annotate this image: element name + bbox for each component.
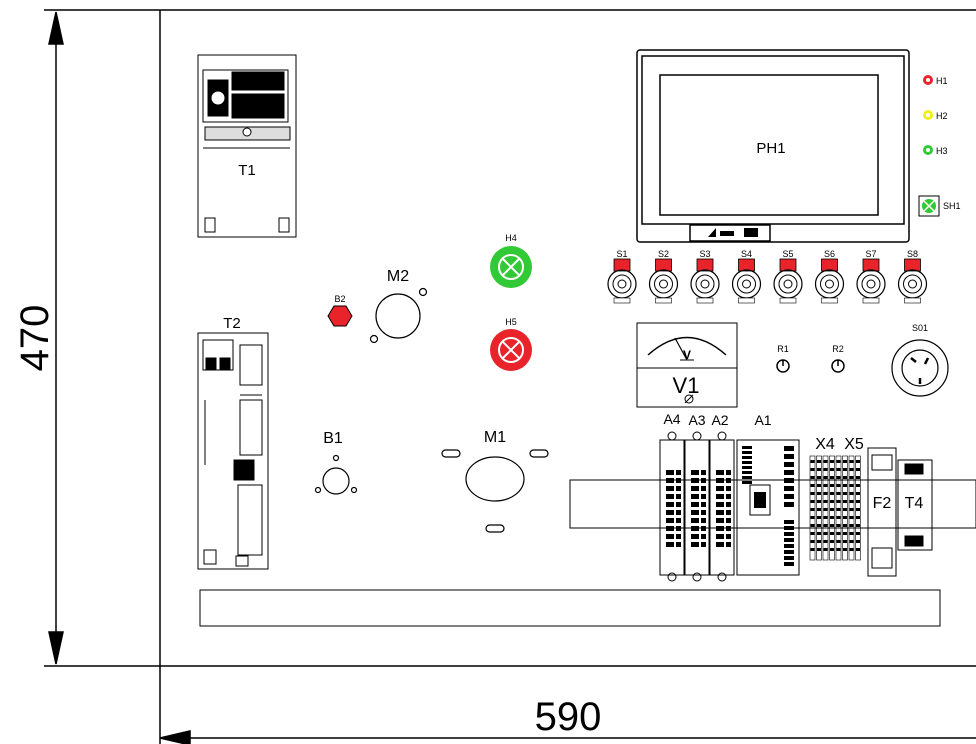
x4-label: X4 [815, 436, 835, 453]
t4-power-supply [897, 459, 933, 551]
t1-frequency-converter [197, 54, 297, 238]
height-dimension [44, 9, 160, 667]
switch-s6: S6 [814, 249, 845, 304]
panel-outline [160, 9, 976, 667]
switch-s7: S7 [856, 249, 886, 304]
r1-potentiometer: R1 [776, 344, 790, 373]
v1-voltmeter [636, 322, 738, 408]
terminal [822, 455, 829, 561]
ph1-label: PH1 [756, 140, 785, 157]
switch-label: S3 [699, 249, 710, 259]
svg-text:SH1: SH1 [943, 201, 961, 211]
width-dimension-label: 590 [535, 695, 602, 739]
switch-s5: S5 [773, 249, 803, 304]
bottom-cable-duct [199, 589, 941, 627]
switch-label: S8 [907, 249, 918, 259]
a2-label: A2 [711, 412, 728, 428]
s01-label: S01 [912, 323, 928, 333]
switch-label: S4 [741, 249, 752, 259]
switch-row: S1 S2 S3 S4 S5 S6 S7 S8 [607, 249, 928, 304]
a1-label: A1 [754, 412, 771, 428]
h5-lamp [490, 329, 532, 371]
m1-label: M1 [484, 429, 506, 446]
t2-label: T2 [223, 315, 241, 332]
height-dimension-label: 470 [13, 305, 57, 372]
cpu-module [736, 439, 800, 576]
svg-text:H2: H2 [936, 111, 948, 121]
b1-label: B1 [323, 430, 343, 447]
m2-motor-mount [369, 287, 428, 344]
terminal [848, 455, 855, 561]
m2-label: M2 [387, 268, 409, 285]
b2-label: B2 [334, 294, 345, 304]
svg-text:R2: R2 [832, 344, 844, 354]
h5-label: H5 [505, 317, 517, 327]
svg-text:H1: H1 [936, 76, 948, 86]
terminal [816, 455, 822, 561]
h4-lamp [490, 246, 532, 288]
v1-unit: V [683, 348, 691, 362]
h3-lamp: H3 [923, 145, 948, 156]
a3-label: A3 [688, 412, 705, 428]
v1-label: V1 [673, 373, 700, 398]
switch-label: S6 [824, 249, 835, 259]
h1-lamp: H1 [923, 75, 948, 86]
io-module-1 [659, 431, 685, 582]
switch-s1: S1 [607, 249, 637, 304]
a4-label: A4 [663, 411, 680, 427]
b2-sensor [327, 305, 353, 327]
r2-potentiometer: R2 [831, 344, 845, 373]
switch-label: S5 [782, 249, 793, 259]
switch-s3: S3 [690, 249, 720, 304]
h2-lamp: H2 [923, 110, 948, 121]
terminal [855, 455, 861, 561]
s01-socket [891, 339, 949, 397]
sh1-button: SH1 [918, 195, 961, 217]
switch-label: S7 [865, 249, 876, 259]
b1-encoder-mount [314, 454, 358, 495]
switch-label: S1 [616, 249, 627, 259]
t2-servo-drive [197, 332, 269, 570]
x5-label: X5 [844, 436, 864, 453]
f2-label: F2 [873, 495, 892, 512]
t1-label: T1 [238, 162, 256, 179]
terminal [842, 455, 848, 561]
io-module-2 [684, 431, 710, 582]
svg-text:H3: H3 [936, 146, 948, 156]
switch-label: S2 [658, 249, 669, 259]
svg-text:R1: R1 [777, 344, 789, 354]
din-rail [569, 479, 976, 529]
terminal-blocks [809, 455, 861, 561]
switch-s8: S8 [897, 249, 928, 304]
t4-label: T4 [905, 495, 924, 512]
width-dimension [159, 10, 976, 744]
switch-s4: S4 [731, 249, 762, 304]
h4-label: H4 [505, 233, 517, 243]
f2-fuse [867, 447, 897, 577]
ph1-hmi-panel [636, 49, 910, 243]
terminal [809, 455, 816, 561]
m1-motor-mount [441, 449, 549, 533]
switch-s2: S2 [648, 249, 679, 304]
terminal [829, 455, 835, 561]
plc-modules [659, 431, 800, 582]
terminal [835, 455, 842, 561]
io-module-3 [709, 431, 735, 582]
